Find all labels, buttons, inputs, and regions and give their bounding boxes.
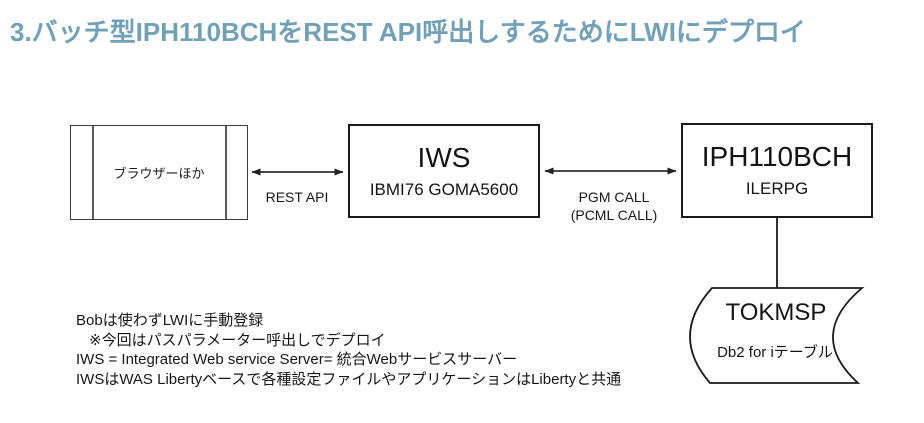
page-title: 3.バッチ型IPH110BCHをREST API呼出しするためにLWIにデプロイ bbox=[10, 17, 806, 47]
pgm-call-arrow-label-line2: (PCML CALL) bbox=[570, 207, 658, 223]
db-cylinder-title: TOKMSP bbox=[725, 299, 827, 326]
predefined-process-right-bar bbox=[225, 126, 227, 219]
iws-node-title: IWS bbox=[417, 141, 471, 173]
iph110bch-node: IPH110BCH ILERPG bbox=[681, 123, 873, 218]
note-line: IWS = Integrated Web service Server= 統合W… bbox=[76, 351, 518, 368]
iph110bch-node-title: IPH110BCH bbox=[701, 141, 853, 172]
pgm-call-arrow-label-line1: PGM CALL bbox=[578, 189, 650, 205]
rest-api-arrow-label: REST API bbox=[265, 189, 329, 205]
pgm-call-arrow-label: PGM CALL (PCML CALL) bbox=[549, 188, 679, 224]
iph110bch-node-subtitle: ILERPG bbox=[745, 179, 809, 198]
db-cylinder-shape bbox=[689, 287, 865, 384]
db-cylinder-subtitle: Db2 for iテーブル bbox=[717, 344, 833, 361]
note-line: ※今回はパスパラメーター呼出しでデプロイ bbox=[89, 331, 386, 349]
predefined-process-left-bar bbox=[92, 126, 94, 219]
browser-node: ブラウザーほか bbox=[70, 125, 248, 220]
note-line: IWSはWAS Libertyベースで各種設定ファイルやアプリケーションはLib… bbox=[76, 370, 622, 388]
iws-node-subtitle: IBMI76 GOMA5600 bbox=[369, 179, 519, 199]
iws-node: IWS IBMI76 GOMA5600 bbox=[348, 124, 540, 218]
footnotes: Bobは使わずLWIに手動登録 ※今回はパスパラメーター呼出しでデプロイ IWS… bbox=[76, 311, 621, 389]
browser-node-label: ブラウザーほか bbox=[113, 166, 205, 181]
note-line: Bobは使わずLWIに手動登録 bbox=[76, 312, 264, 329]
